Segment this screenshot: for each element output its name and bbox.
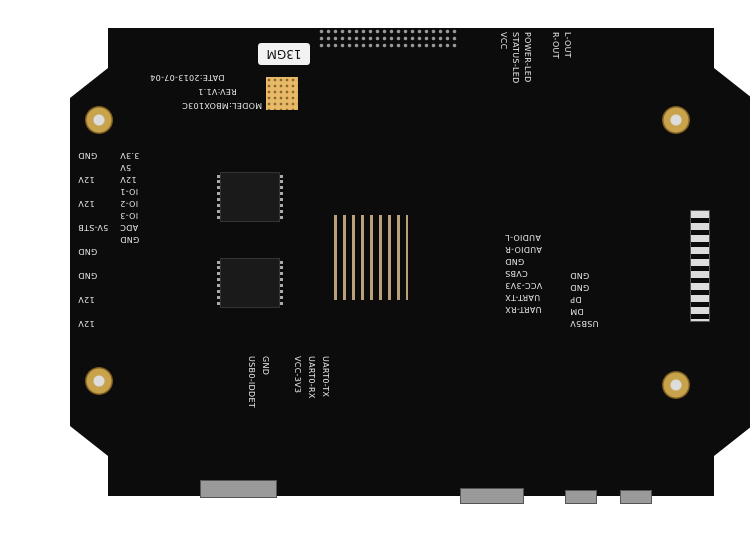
silkscreen-label: STATUS-LED	[511, 32, 520, 84]
mounting-hole	[662, 371, 690, 399]
silkscreen-label: VCC-3V3	[505, 281, 543, 290]
silkscreen-label: 5V	[120, 163, 132, 172]
silkscreen-label: 12V	[78, 319, 95, 328]
silkscreen-label: POWER-LED	[523, 32, 532, 83]
silkscreen-label: GND	[505, 257, 525, 266]
silkscreen-label: 12V	[78, 175, 95, 184]
silkscreen-label: GND	[261, 356, 270, 376]
mounting-hole	[662, 106, 690, 134]
silkscreen-label: GND	[78, 151, 98, 160]
silkscreen-label: VCC-3V3	[293, 356, 302, 394]
rev-text: REV:V1.1	[198, 87, 237, 96]
silkscreen-label: GND	[570, 271, 590, 280]
silkscreen-label: IO-1	[120, 187, 139, 196]
silkscreen-label: IO-3	[120, 211, 139, 220]
sticker-label: 13GM	[258, 43, 310, 65]
silkscreen-label: 12V	[78, 199, 95, 208]
silkscreen-label: R-OUT	[551, 32, 560, 59]
silkscreen-label: UART0-RX	[307, 356, 316, 399]
silkscreen-label: 3.3V	[120, 151, 140, 160]
silkscreen-label: USB5V	[570, 319, 599, 328]
silkscreen-label: GND	[78, 271, 98, 280]
silkscreen-label: AUDIO-R	[505, 245, 542, 254]
date-text: DATE:2013-07-04	[150, 73, 225, 82]
silkscreen-label: VCC	[499, 32, 508, 50]
memory-chip	[217, 258, 283, 308]
silkscreen-label: CVBS	[505, 269, 528, 278]
silkscreen-label: UART-RX	[505, 305, 542, 314]
mounting-hole	[85, 106, 113, 134]
mounting-hole	[85, 367, 113, 395]
silkscreen-label: 5V-STB	[78, 223, 109, 232]
usb-connector	[565, 490, 597, 504]
silkscreen-label: USB0-IDDET	[247, 356, 256, 409]
pin-header	[318, 28, 458, 50]
silkscreen-label: UART0-TX	[321, 356, 330, 398]
silkscreen-label: UART-TX	[505, 293, 541, 302]
hdmi-connector	[200, 480, 277, 498]
silkscreen-label: DM	[570, 307, 584, 316]
model-text: MODEL:MBOX103C	[182, 101, 263, 110]
memory-chip	[217, 172, 283, 222]
pad-row	[690, 210, 710, 322]
silkscreen-label: L-OUT	[563, 32, 572, 58]
soc-footprint	[328, 215, 408, 300]
silkscreen-label: DP	[570, 295, 582, 304]
silkscreen-label: GND	[570, 283, 590, 292]
silkscreen-label: 12V	[120, 175, 137, 184]
silkscreen-label: GND	[120, 235, 140, 244]
silkscreen-label: IO-2	[120, 199, 139, 208]
silkscreen-label: 12V	[78, 295, 95, 304]
silkscreen-label: GND	[78, 247, 98, 256]
silkscreen-label: ADC	[120, 223, 139, 232]
pcb-board	[70, 28, 750, 496]
gold-pad	[266, 77, 298, 110]
usb-connector	[620, 490, 652, 504]
silkscreen-label: AUDIO-L	[505, 233, 541, 242]
ethernet-connector	[460, 488, 524, 504]
